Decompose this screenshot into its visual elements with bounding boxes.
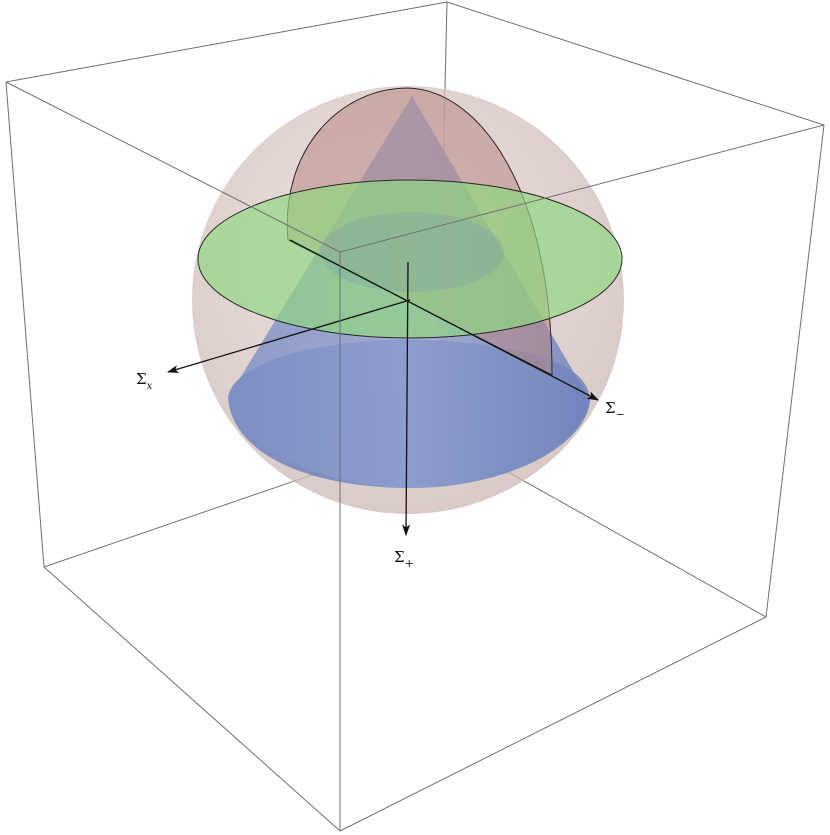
axis-line-x <box>166 299 411 373</box>
axes <box>166 239 600 537</box>
axis-label-x: Σx <box>136 370 153 392</box>
horizontal-disk <box>197 179 623 339</box>
axis-line-plus <box>401 261 411 537</box>
axis-label-minus: Σ− <box>605 399 625 421</box>
cone-disk-section <box>320 212 504 292</box>
box-front-edges <box>5 1 825 832</box>
axis-line-minus <box>289 239 600 401</box>
axis-label-plus: Σ+ <box>394 548 414 570</box>
